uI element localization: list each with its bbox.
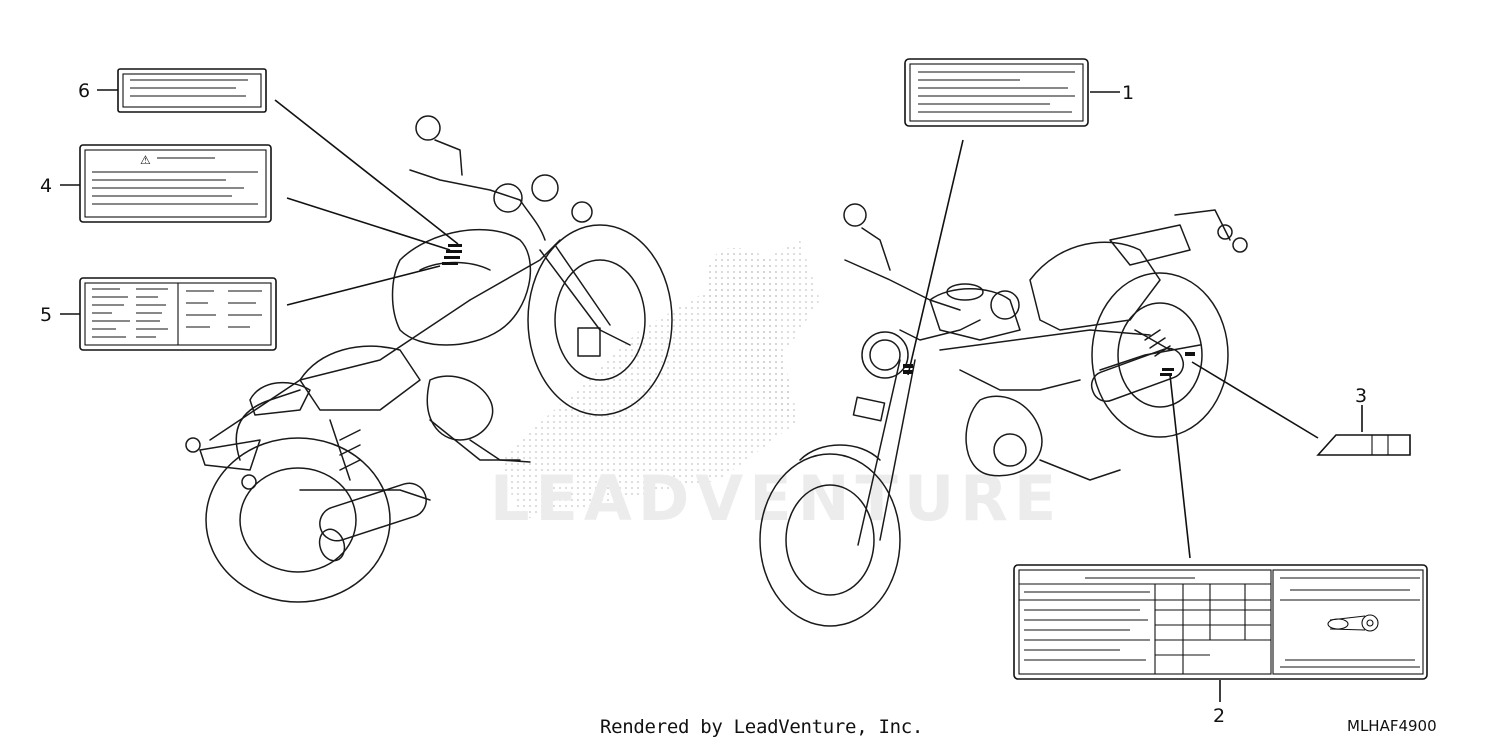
callout-numbers: 6 4 5 1 3 2 bbox=[40, 80, 1367, 727]
motorcycle-left bbox=[185, 115, 673, 603]
warning-triangle-icon: ⚠ bbox=[140, 153, 151, 167]
label-1-sticker bbox=[904, 58, 1089, 127]
rendered-by-credit: Rendered by LeadVenture, Inc. bbox=[600, 716, 924, 738]
label-6-sticker bbox=[117, 68, 267, 113]
label-3-sticker bbox=[1316, 434, 1411, 456]
drive-chain-icon bbox=[1327, 614, 1379, 632]
watermark: LEADVENTURE bbox=[490, 240, 1062, 535]
label-5-info-sticker bbox=[79, 277, 277, 351]
watermark-text: LEADVENTURE bbox=[490, 462, 1062, 535]
callout-6: 6 bbox=[78, 80, 90, 102]
callout-3: 3 bbox=[1355, 385, 1367, 407]
callout-1: 1 bbox=[1122, 82, 1134, 104]
callout-5: 5 bbox=[40, 304, 52, 326]
diagram-code: MLHAF4900 bbox=[1347, 717, 1437, 735]
label-markers bbox=[442, 244, 1195, 376]
callout-2: 2 bbox=[1213, 705, 1225, 727]
label-4-warning-sticker: ⚠ bbox=[79, 144, 272, 223]
callout-4: 4 bbox=[40, 175, 52, 197]
leader-lines bbox=[60, 89, 1363, 702]
label-2-tire-chain-sticker bbox=[1013, 564, 1428, 680]
motorcycle-right bbox=[759, 203, 1248, 627]
